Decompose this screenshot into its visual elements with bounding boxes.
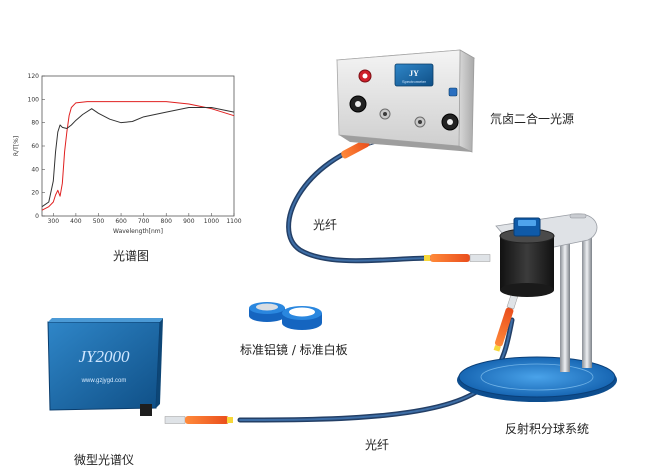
fiber-label-bottom: 光纤 bbox=[365, 438, 390, 452]
y-tick-label: 100 bbox=[28, 96, 40, 103]
chart-ticks: 300 400 500 600 700 800 900 1000 1100 0 20 40 60 80 10… bbox=[28, 73, 242, 225]
fiber-sleeve-mid bbox=[424, 254, 491, 262]
y-tick-label: 80 bbox=[31, 120, 39, 127]
fiber-label-top: 光纤 bbox=[313, 218, 338, 232]
spectrometer-model: JY2000 bbox=[79, 347, 131, 366]
x-tick-label: 700 bbox=[138, 218, 150, 225]
chart-plot-frame bbox=[41, 75, 235, 217]
chart-lines bbox=[41, 101, 235, 211]
series-line-red bbox=[41, 101, 235, 211]
support-pole-1 bbox=[560, 240, 570, 372]
support-pole-2 bbox=[582, 236, 592, 368]
integrating-sphere-system bbox=[457, 213, 617, 402]
standard-boards-label: 标准铝镜 / 标准白板 bbox=[240, 343, 348, 357]
x-tick-label: 1000 bbox=[204, 218, 219, 225]
fiber-spectrometer-to-sphere bbox=[164, 291, 519, 424]
switch-icon bbox=[448, 87, 458, 97]
y-tick-label: 0 bbox=[35, 213, 39, 220]
x-tick-label: 800 bbox=[161, 218, 173, 225]
spectrometer-label: 微型光谱仪 bbox=[74, 453, 135, 467]
y-tick-label: 120 bbox=[28, 73, 40, 80]
spectrometer-device: JY2000 www.gzjygd.com bbox=[47, 318, 163, 416]
sphere-label: 反射积分球系统 bbox=[505, 422, 590, 436]
sphere-base-disk bbox=[458, 356, 616, 398]
spectrum-chart: 300 400 500 600 700 800 900 1000 1100 0 20 40 60 80 10… bbox=[13, 73, 242, 235]
x-tick-label: 600 bbox=[115, 218, 127, 225]
y-tick-label: 20 bbox=[31, 190, 39, 197]
spectrum-caption: 光谱图 bbox=[113, 249, 150, 263]
x-tick-label: 500 bbox=[93, 218, 105, 225]
chart-x-axis-label: Wavelength[nm] bbox=[113, 228, 163, 235]
light-source-device: JY Spectrometer bbox=[335, 49, 476, 153]
fiber-sleeve-bottom bbox=[164, 416, 233, 424]
light-source-label: 氘卤二合一光源 bbox=[490, 112, 575, 126]
standard-boards bbox=[249, 302, 322, 330]
fiber-source-to-sphere bbox=[286, 133, 491, 264]
spectrometer-url: www.gzjygd.com bbox=[81, 378, 127, 384]
x-tick-label: 900 bbox=[183, 218, 195, 225]
spectrometer-port-icon bbox=[140, 404, 152, 416]
x-tick-label: 300 bbox=[48, 218, 60, 225]
sphere-cylinder bbox=[500, 236, 554, 290]
y-tick-label: 40 bbox=[31, 166, 39, 173]
x-tick-label: 400 bbox=[70, 218, 82, 225]
brand-panel bbox=[394, 63, 434, 87]
y-tick-label: 60 bbox=[31, 143, 39, 150]
brand-sub: Spectrometer bbox=[402, 79, 427, 84]
x-tick-label: 1100 bbox=[226, 218, 241, 225]
chart-y-axis-label: R/T[%] bbox=[13, 136, 20, 156]
brand-logo: JY bbox=[409, 69, 419, 78]
series-line-black bbox=[41, 107, 235, 208]
